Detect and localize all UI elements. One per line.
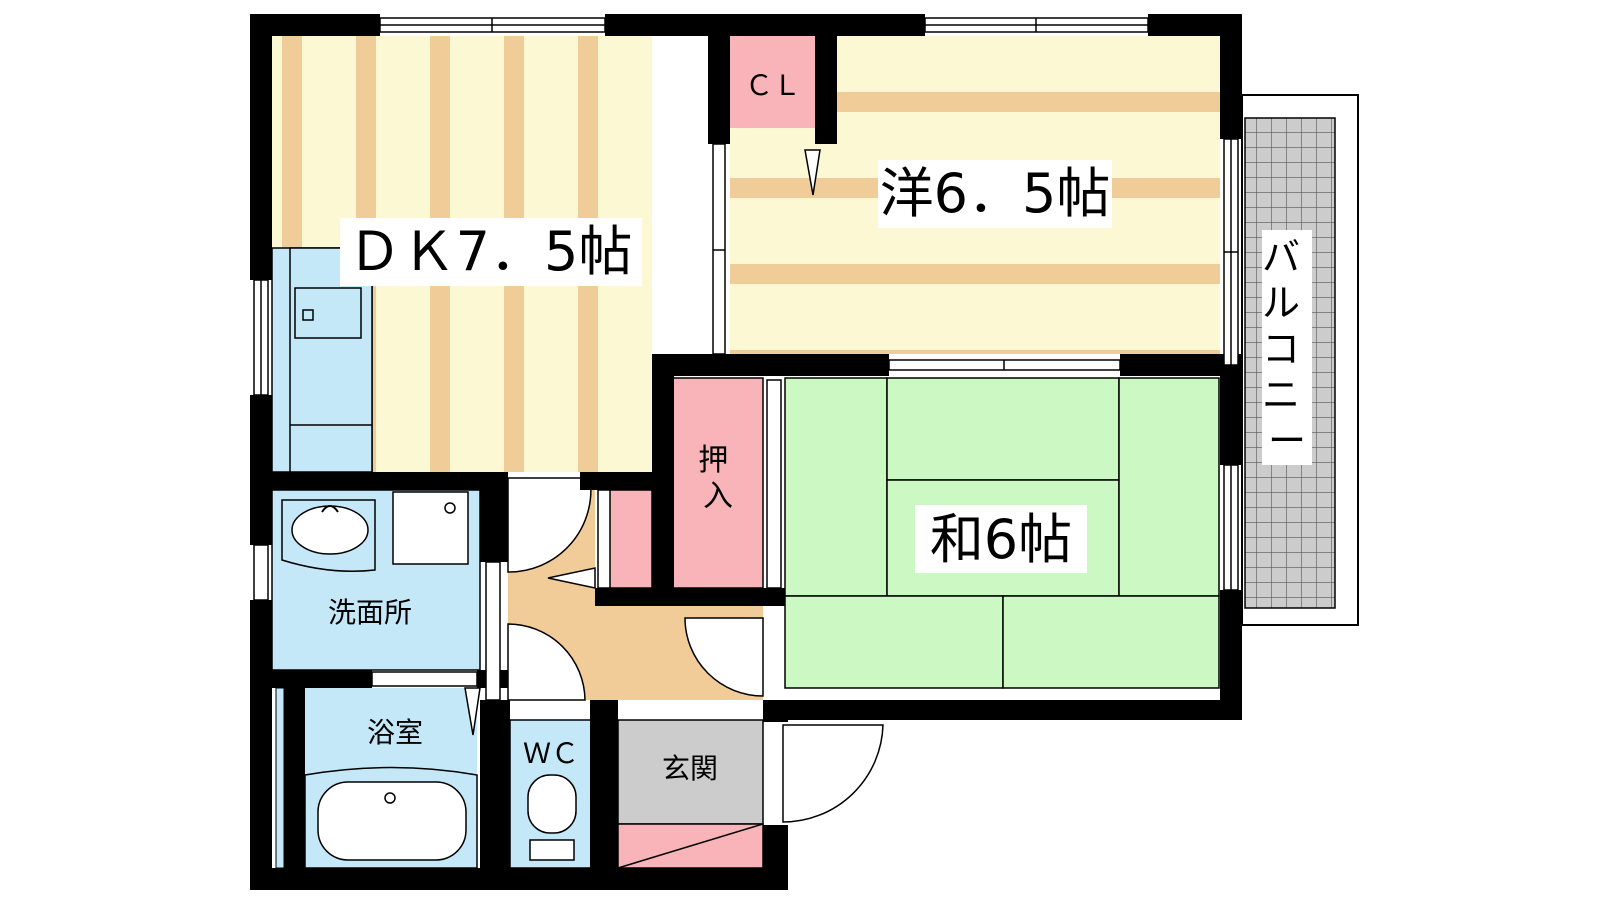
label-japanese: 和6帖 bbox=[930, 508, 1072, 571]
room-labels: ＤＫ7．5帖 洋6．5帖 和6帖 ＣＬ 押 入 洗面所 浴室 ＷＣ 玄関 バ ル… bbox=[328, 69, 1312, 785]
tatami bbox=[784, 377, 1220, 689]
label-washroom: 洗面所 bbox=[328, 596, 412, 629]
label-dk: ＤＫ7．5帖 bbox=[348, 220, 633, 283]
label-entrance: 玄関 bbox=[662, 752, 718, 785]
label-bathroom: 浴室 bbox=[367, 716, 423, 749]
bathroom bbox=[275, 687, 478, 869]
label-oshiire: 押 入 bbox=[698, 443, 738, 514]
door-swings bbox=[464, 149, 884, 823]
label-closet: ＣＬ bbox=[745, 69, 801, 102]
closet bbox=[730, 36, 815, 128]
label-wc: ＷＣ bbox=[523, 737, 579, 770]
label-balcony: バ ル コ ニ ー bbox=[1262, 235, 1312, 463]
washroom bbox=[271, 489, 481, 671]
oshiire bbox=[672, 377, 764, 589]
windows bbox=[253, 17, 1239, 701]
balcony bbox=[1241, 94, 1359, 626]
label-western: 洋6．5帖 bbox=[880, 162, 1111, 225]
walls bbox=[250, 14, 1242, 890]
entrance bbox=[617, 719, 764, 869]
